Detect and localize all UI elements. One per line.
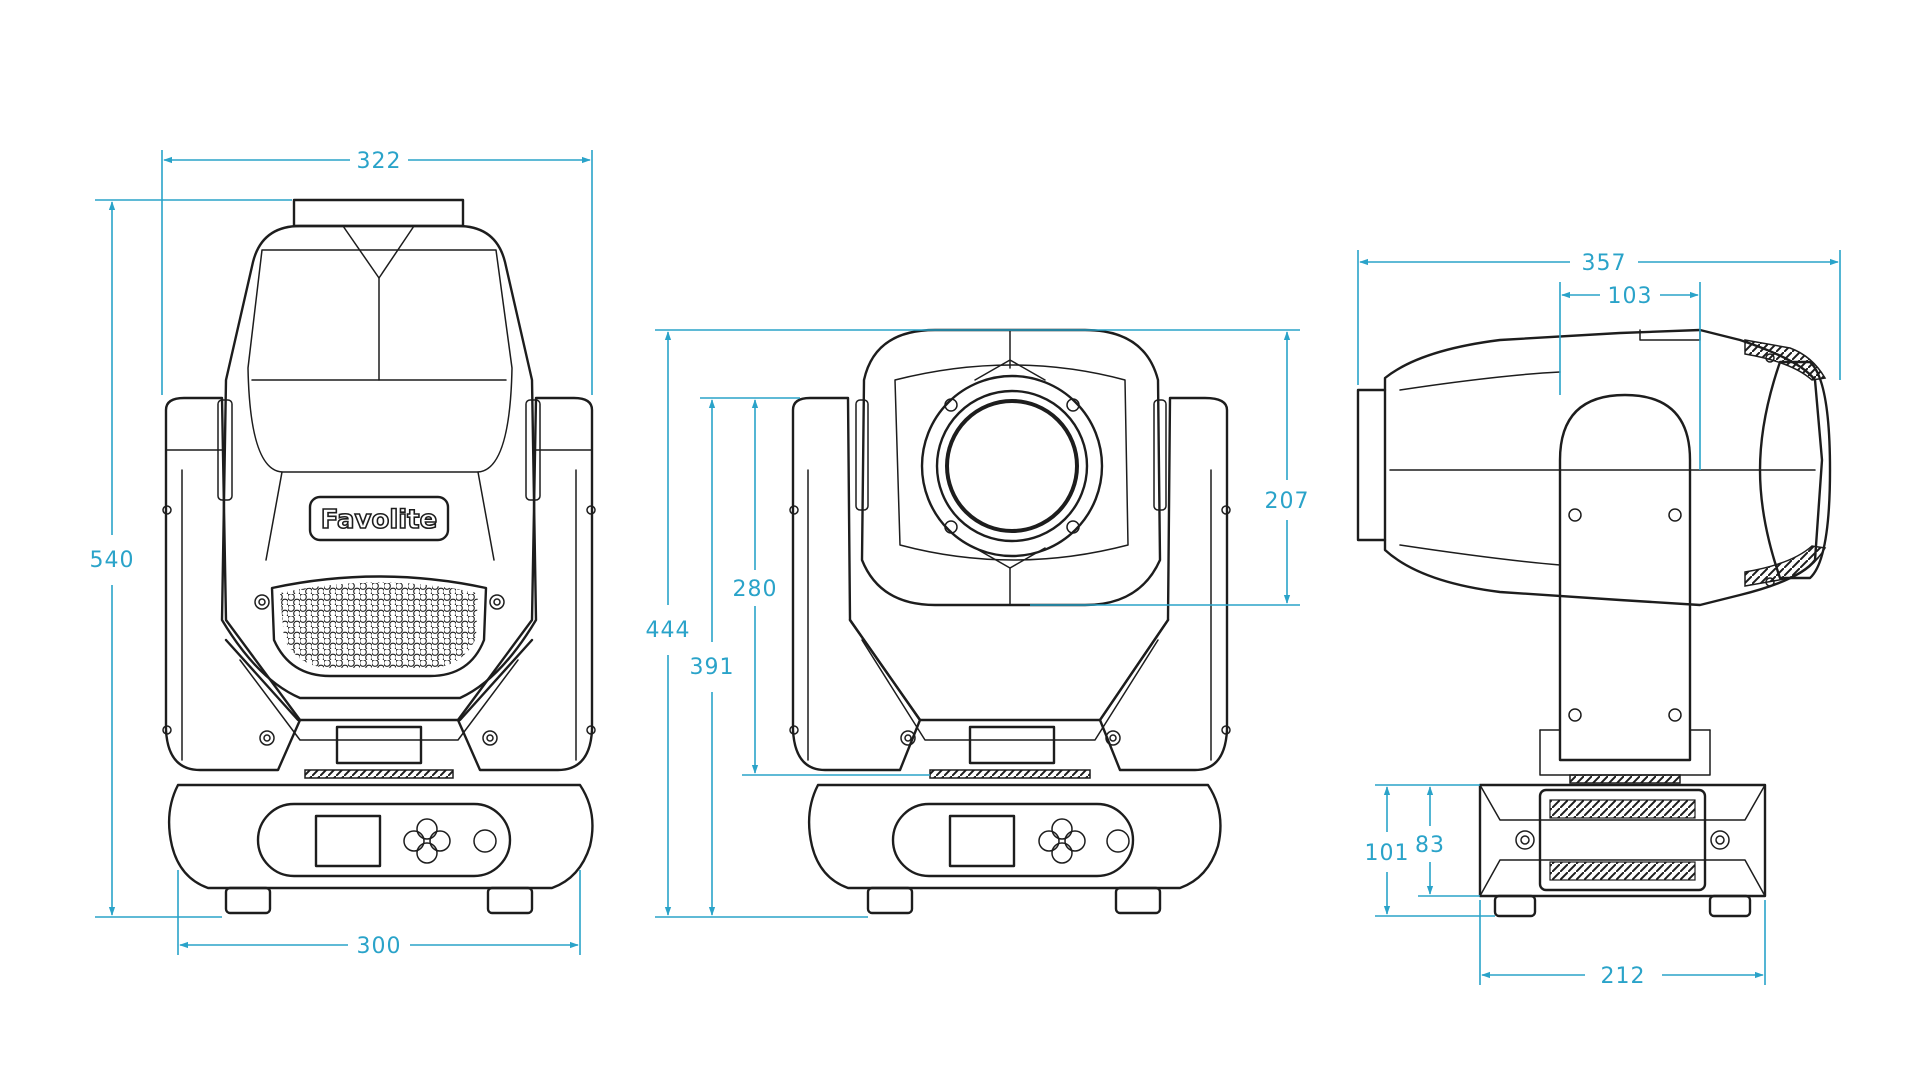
- dim-head-height: 207: [1265, 489, 1310, 514]
- dim-offset: 103: [1608, 284, 1653, 309]
- front-view: Favolite: [162, 198, 596, 915]
- dim-base-width: 300: [357, 934, 402, 959]
- dim-profile-depth: 357: [1582, 251, 1627, 276]
- dim-base-depth: 212: [1601, 964, 1646, 989]
- dim-front-width: 322: [357, 149, 402, 174]
- dim-front-height: 540: [90, 548, 135, 573]
- dim-total-height: 444: [646, 618, 691, 643]
- dim-base-height-inner: 83: [1415, 833, 1445, 858]
- dimensions: 322 540 300 444 391 280 207 35: [90, 149, 1841, 989]
- dim-body-height: 391: [690, 655, 735, 680]
- side-view: [789, 328, 1231, 915]
- brand-logo: Favolite: [321, 505, 437, 535]
- dim-arm-height: 280: [733, 577, 778, 602]
- profile-view: [1356, 328, 1832, 918]
- dim-base-height-outer: 101: [1365, 841, 1410, 866]
